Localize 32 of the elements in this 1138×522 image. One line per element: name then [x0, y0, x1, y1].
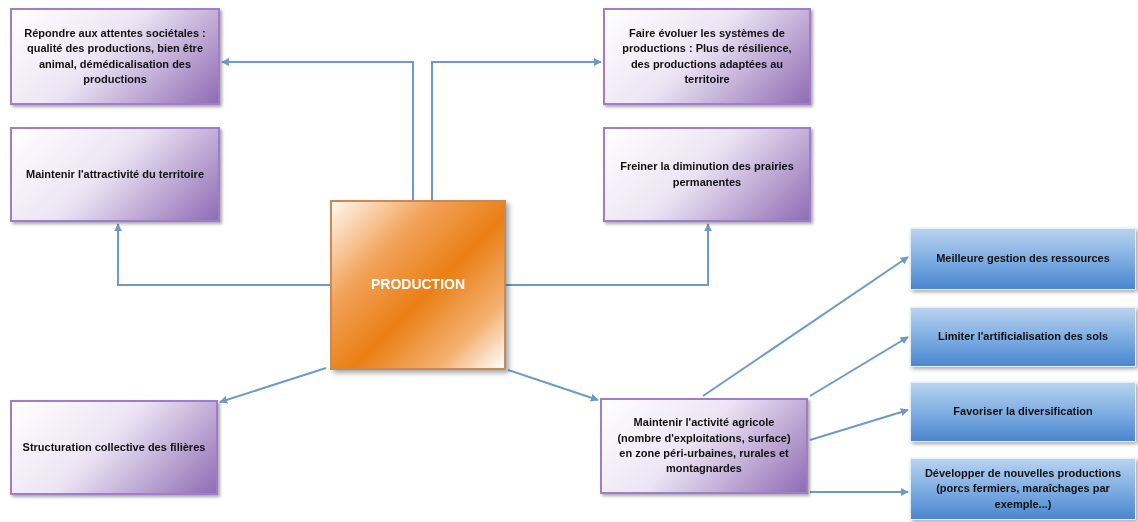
topic-box: [600, 398, 808, 494]
box-text: PRODUCTION: [370, 275, 466, 295]
arrow: [507, 369, 599, 402]
topic-box: [603, 8, 811, 105]
box-text: Structuration collective des filières: [22, 439, 206, 455]
topic-box: [603, 127, 811, 222]
arrow: [219, 367, 327, 404]
arrow: [221, 58, 414, 201]
arrow: [114, 223, 331, 286]
box-text: Limiter l'artificialisation des sols: [937, 329, 1109, 345]
topic-box: [910, 228, 1136, 290]
arrow: [809, 488, 909, 496]
box-text: Meilleure gestion des ressources: [936, 251, 1110, 267]
topic-box: [10, 127, 220, 222]
box-text: Freiner la diminution des prairies permanentes: [619, 159, 795, 190]
box-text: Maintenir l'attractivité du territoire: [25, 166, 204, 182]
box-text: Faire évoluer les systèmes de productions : Plus de résilience, des productions adaptées au territoire: [621, 25, 793, 87]
box-text: Répondre aux attentes sociétales : qualité des productions, bien être animal, démédicalisation des productions: [23, 25, 207, 87]
arrow: [809, 336, 909, 397]
arrow: [505, 223, 712, 286]
central-box: [330, 200, 506, 370]
box-text: Développer de nouvelles productions (porcs fermiers, maraîchages par exemple...): [923, 465, 1123, 512]
topic-box: [910, 458, 1136, 520]
box-text: Maintenir l'activité agricole (nombre d'exploitations, surface) en zone péri-urbaines, rurales et montagnardes: [616, 415, 792, 477]
topic-box: [910, 307, 1136, 367]
topic-box: [10, 400, 218, 495]
arrow: [431, 58, 602, 201]
topic-box: [910, 382, 1136, 442]
box-text: Favoriser la diversification: [953, 404, 1093, 420]
arrow: [702, 256, 909, 397]
arrow: [809, 408, 909, 441]
topic-box: [10, 8, 220, 105]
